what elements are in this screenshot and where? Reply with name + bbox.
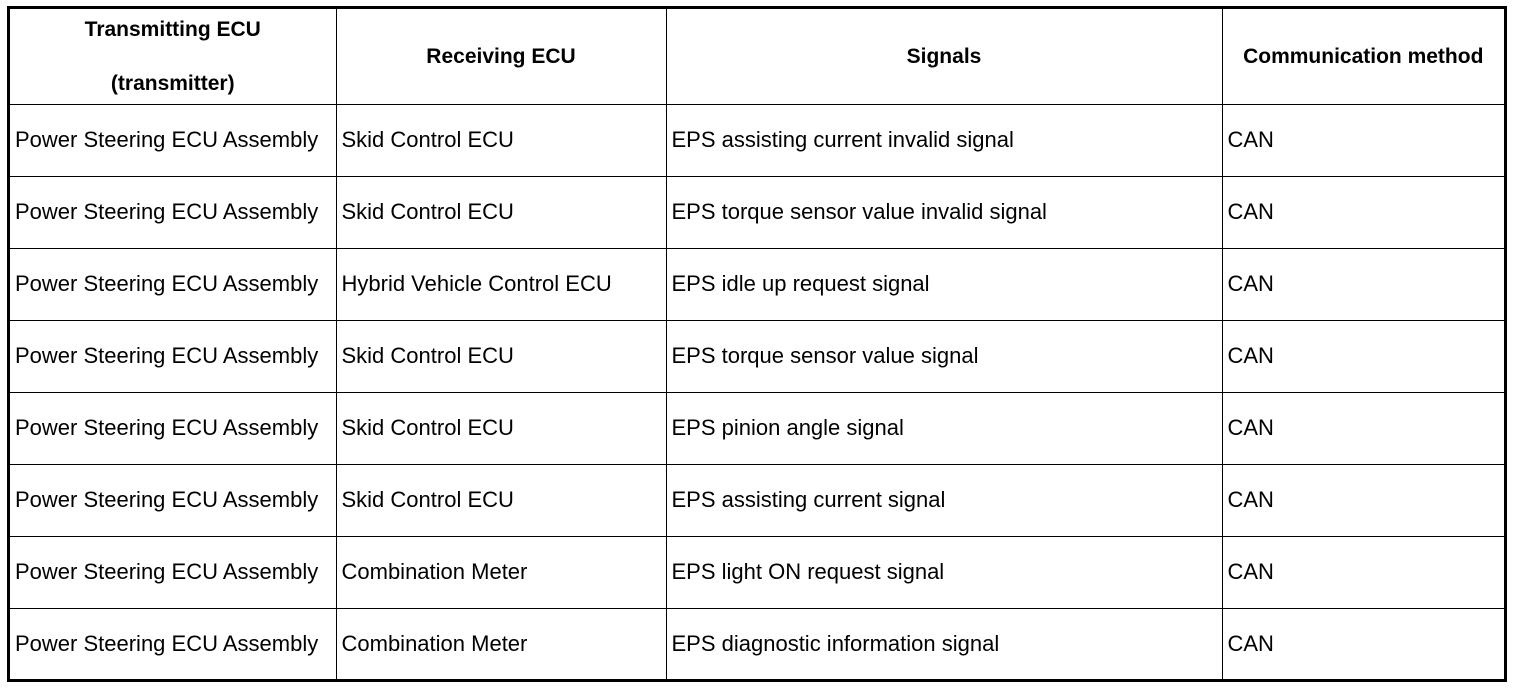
cell-method: CAN (1221, 247, 1504, 321)
cell-receiving-ecu: Skid Control ECU (335, 319, 667, 393)
table-header-row: Transmitting ECU (transmitter) Receiving… (10, 9, 1504, 105)
cell-signal: EPS torque sensor value signal (665, 319, 1223, 393)
cell-method: CAN (1221, 463, 1504, 537)
cell-transmitting-ecu: Power Steering ECU Assembly (10, 391, 337, 465)
cell-signal: EPS assisting current invalid signal (665, 103, 1223, 177)
cell-receiving-ecu: Combination Meter (335, 607, 667, 680)
cell-transmitting-ecu: Power Steering ECU Assembly (10, 103, 337, 177)
cell-transmitting-ecu: Power Steering ECU Assembly (10, 535, 337, 609)
communication-table: Transmitting ECU (transmitter) Receiving… (10, 9, 1504, 680)
cell-signal: EPS light ON request signal (665, 535, 1223, 609)
table-row: Power Steering ECU Assembly Combination … (10, 607, 1504, 680)
table-row: Power Steering ECU Assembly Hybrid Vehic… (10, 247, 1504, 321)
cell-receiving-ecu: Skid Control ECU (335, 463, 667, 537)
cell-signal: EPS idle up request signal (665, 247, 1223, 321)
header-transmitting-line1: Transmitting ECU (84, 17, 261, 41)
cell-receiving-ecu: Skid Control ECU (335, 103, 667, 177)
cell-receiving-ecu: Skid Control ECU (335, 391, 667, 465)
header-communication-method: Communication method (1221, 9, 1504, 105)
header-receiving-ecu: Receiving ECU (335, 9, 667, 105)
cell-transmitting-ecu: Power Steering ECU Assembly (10, 175, 337, 249)
cell-method: CAN (1221, 535, 1504, 609)
table-row: Power Steering ECU Assembly Skid Control… (10, 391, 1504, 465)
cell-signal: EPS pinion angle signal (665, 391, 1223, 465)
cell-method: CAN (1221, 175, 1504, 249)
table-row: Power Steering ECU Assembly Skid Control… (10, 463, 1504, 537)
header-signals: Signals (665, 9, 1223, 105)
cell-receiving-ecu: Skid Control ECU (335, 175, 667, 249)
cell-transmitting-ecu: Power Steering ECU Assembly (10, 463, 337, 537)
header-transmitting-ecu: Transmitting ECU (transmitter) (10, 9, 337, 105)
cell-signal: EPS torque sensor value invalid signal (665, 175, 1223, 249)
communication-table-container: Transmitting ECU (transmitter) Receiving… (7, 6, 1507, 682)
cell-signal: EPS assisting current signal (665, 463, 1223, 537)
cell-method: CAN (1221, 391, 1504, 465)
cell-receiving-ecu: Combination Meter (335, 535, 667, 609)
header-transmitting-line2: (transmitter) (110, 71, 235, 95)
cell-receiving-ecu: Hybrid Vehicle Control ECU (335, 247, 667, 321)
table-row: Power Steering ECU Assembly Combination … (10, 535, 1504, 609)
cell-transmitting-ecu: Power Steering ECU Assembly (10, 247, 337, 321)
cell-transmitting-ecu: Power Steering ECU Assembly (10, 607, 337, 680)
cell-signal: EPS diagnostic information signal (665, 607, 1223, 680)
cell-method: CAN (1221, 607, 1504, 680)
table-row: Power Steering ECU Assembly Skid Control… (10, 319, 1504, 393)
cell-method: CAN (1221, 319, 1504, 393)
cell-transmitting-ecu: Power Steering ECU Assembly (10, 319, 337, 393)
table-row: Power Steering ECU Assembly Skid Control… (10, 103, 1504, 177)
table-row: Power Steering ECU Assembly Skid Control… (10, 175, 1504, 249)
cell-method: CAN (1221, 103, 1504, 177)
